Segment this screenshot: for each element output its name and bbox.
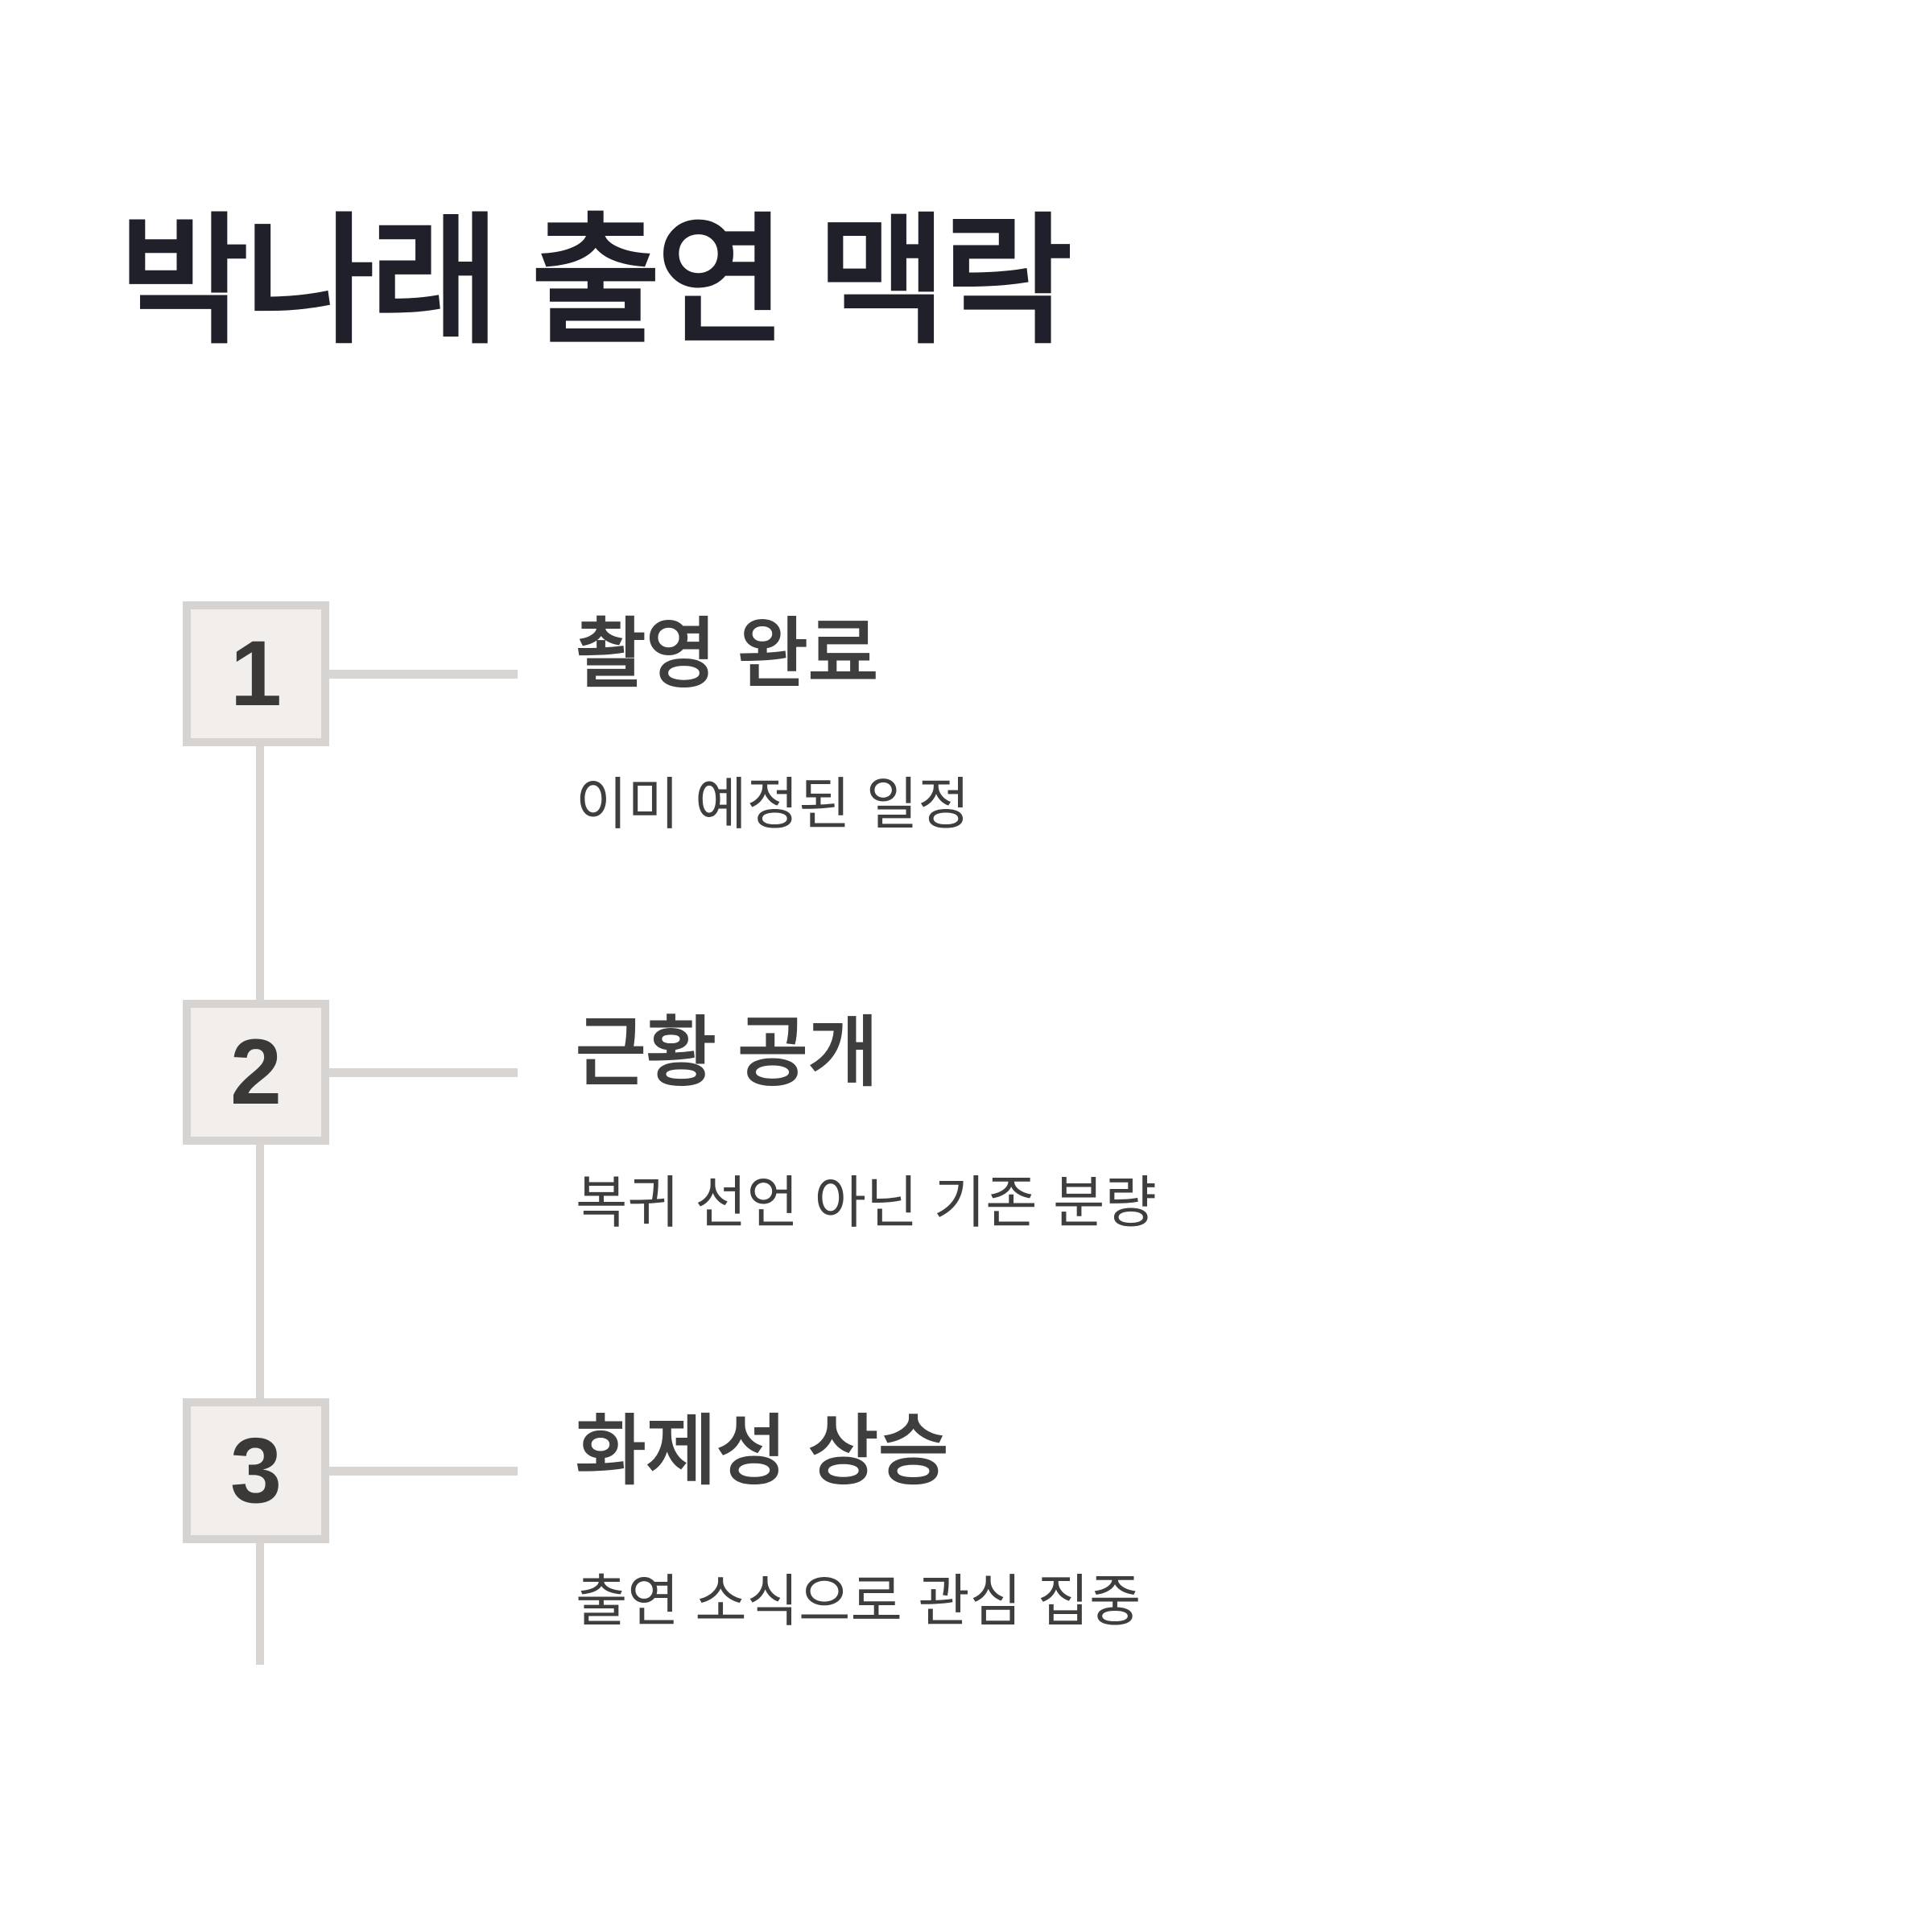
- step-title: 화제성 상승: [576, 1409, 949, 1494]
- step-number-box: 3: [183, 1398, 329, 1543]
- step-description: 출연 소식으로 관심 집중: [576, 1570, 1141, 1633]
- page-title: 박나래 출연 맥락: [119, 204, 1072, 361]
- step-number: 1: [230, 621, 282, 725]
- connector-line: [329, 1068, 518, 1077]
- timeline-item: 2 근황 공개 복귀 선언 아닌 기존 분량: [183, 1000, 1793, 1290]
- step-number-box: 2: [183, 1000, 329, 1145]
- connector-line: [329, 670, 518, 679]
- step-number-box: 1: [183, 601, 329, 746]
- connector-line: [329, 1467, 518, 1476]
- step-title: 촬영 완료: [576, 612, 878, 697]
- step-number: 3: [230, 1418, 282, 1522]
- timeline-vertical-line: [256, 746, 264, 1665]
- step-number: 2: [230, 1020, 282, 1124]
- step-description: 이미 예정된 일정: [576, 773, 970, 836]
- step-title: 근황 공개: [576, 1010, 878, 1096]
- timeline-item: 1 촬영 완료 이미 예정된 일정: [183, 601, 1793, 891]
- step-description: 복귀 선언 아닌 기존 분량: [576, 1171, 1157, 1234]
- timeline-item: 3 화제성 상승 출연 소식으로 관심 집중: [183, 1398, 1793, 1688]
